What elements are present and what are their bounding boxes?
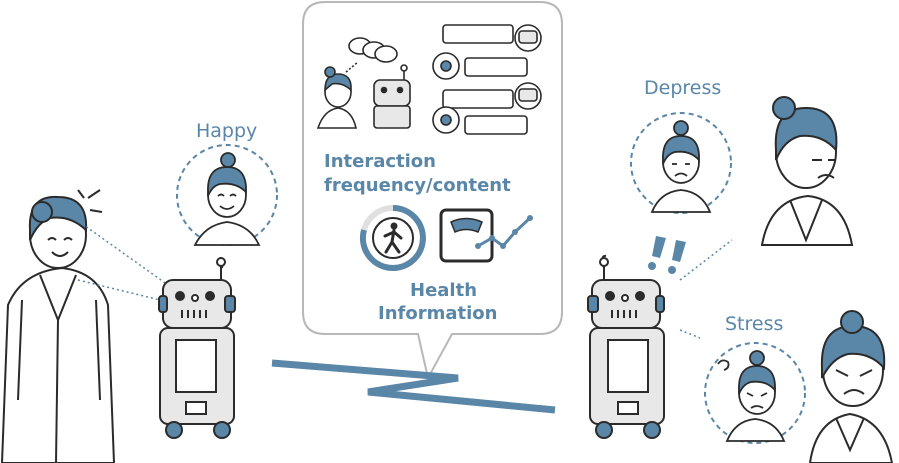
interaction-label-line1: Interaction [324,150,436,174]
interaction-label-line2: frequency/content [324,174,511,198]
link-dots [680,330,700,338]
left-robot [159,258,235,438]
stress-face-circle [705,343,805,443]
connection-line [272,363,555,410]
stress-label: Stress [725,313,783,335]
depressed-woman [762,97,852,245]
happy-label: Happy [196,120,257,142]
happy-woman [2,190,114,463]
stressed-woman [810,311,892,463]
link-dots [680,240,732,280]
right-robot [588,256,664,438]
link-dots [74,218,168,285]
depress-face-circle [631,113,731,213]
weight-scale-icon [441,210,492,261]
happy-face-circle [177,145,277,245]
health-label-line1: Health [410,279,477,303]
depress-label: Depress [644,77,721,99]
alert-icon [648,236,686,274]
health-label-line2: Information [378,302,497,326]
